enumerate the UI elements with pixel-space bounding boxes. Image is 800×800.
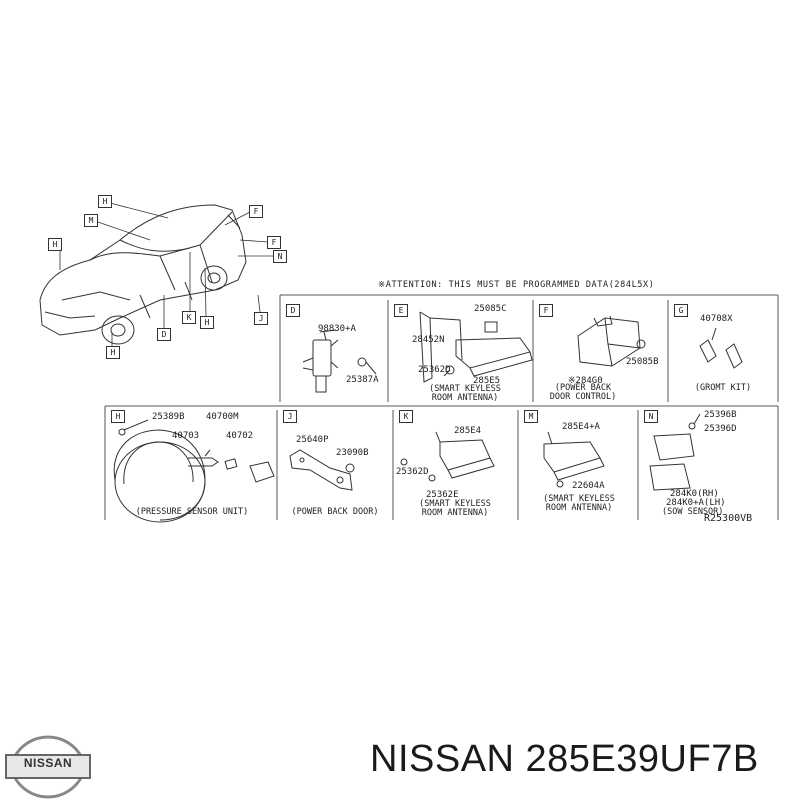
overview-tag-h2: H: [48, 238, 62, 251]
panel-d-drawing: [302, 329, 377, 393]
part-label: 25362D: [418, 365, 451, 375]
part-label: 25396B: [704, 410, 737, 420]
part-label: 284K0(RH): [670, 489, 719, 499]
panel-tag-g: G: [674, 304, 688, 317]
part-label: 25085C: [474, 304, 507, 314]
part-label: 25389B: [152, 412, 185, 422]
overview-tag-h4: H: [106, 346, 120, 359]
panel-tag-d: D: [286, 304, 300, 317]
part-label: 22604A: [572, 481, 605, 491]
panel-tag-h: H: [111, 410, 125, 423]
overview-tag-k: K: [182, 311, 196, 324]
part-label: 25387A: [346, 375, 379, 385]
nissan-logo-mark: [5, 735, 91, 799]
part-label: ※284G0: [568, 376, 603, 386]
panel-tag-k: K: [399, 410, 413, 423]
panel-caption: (GROMT KIT): [694, 383, 752, 393]
overview-leaders: [59, 202, 274, 346]
part-label: 40700M: [206, 412, 239, 422]
overview-tag-m: M: [84, 214, 98, 227]
part-number-title: NISSAN 285E39UF7B: [370, 738, 759, 780]
panel-tag-m: M: [524, 410, 538, 423]
overview-tag-f: F: [249, 205, 263, 218]
overview-tag-d: D: [157, 328, 171, 341]
overview-tag-n: N: [273, 250, 287, 263]
part-label: 40708X: [700, 314, 733, 324]
panel-caption: (POWER BACK DOOR CONTROL): [549, 383, 617, 402]
part-label: 25362D: [396, 467, 429, 477]
overview-tag-j: J: [254, 312, 268, 325]
part-label: 98830+A: [318, 324, 356, 334]
panel-grid: [104, 294, 779, 520]
panel-tag-e: E: [394, 304, 408, 317]
part-label: 25085B: [626, 357, 659, 367]
panel-caption: (SMART KEYLESS ROOM ANTENNA): [543, 494, 615, 513]
nissan-logo-text: NISSAN: [23, 756, 73, 770]
part-label: 284K0+A(LH): [666, 498, 726, 508]
diagram-reference-code: R25300VB: [704, 513, 753, 524]
panel-h-drawing: [113, 419, 275, 523]
panel-f-drawing: [577, 315, 646, 367]
attention-note: ※ATTENTION: THIS MUST BE PROGRAMMED DATA…: [378, 280, 655, 290]
part-label: 285E4: [454, 426, 482, 436]
part-label: 25362E: [426, 490, 459, 500]
part-label: 25396D: [704, 424, 737, 434]
panel-j-drawing: [289, 449, 355, 491]
panel-g-drawing: [699, 327, 743, 369]
panel-e-drawing: [419, 311, 533, 383]
part-label: 28452N: [412, 335, 445, 345]
part-label: 40702: [226, 431, 254, 441]
part-label: 23090B: [336, 448, 369, 458]
panel-caption: (SOW SENSOR): [662, 507, 724, 517]
panel-tag-j: J: [283, 410, 297, 423]
overview-tag-h3: H: [200, 316, 214, 329]
overview-tag-f2: F: [267, 236, 281, 249]
panel-caption: (SMART KEYLESS ROOM ANTENNA): [429, 384, 501, 403]
part-label: 25640P: [296, 435, 329, 445]
panel-m-drawing: [543, 431, 605, 488]
part-label: 285E4+A: [562, 422, 600, 432]
panel-n-drawing: [649, 413, 701, 491]
panel-tag-n: N: [644, 410, 658, 423]
vehicle-outline: [39, 204, 247, 345]
panel-tag-f: F: [539, 304, 553, 317]
part-label: 285E5: [473, 376, 501, 386]
panel-k-drawing: [400, 431, 495, 482]
panel-caption: (SMART KEYLESS ROOM ANTENNA): [419, 499, 491, 518]
panel-caption: (PRESSURE SENSOR UNIT): [135, 507, 249, 517]
part-label: 40703: [172, 431, 200, 441]
overview-tag-h: H: [98, 195, 112, 208]
panel-caption: (POWER BACK DOOR): [291, 507, 379, 517]
